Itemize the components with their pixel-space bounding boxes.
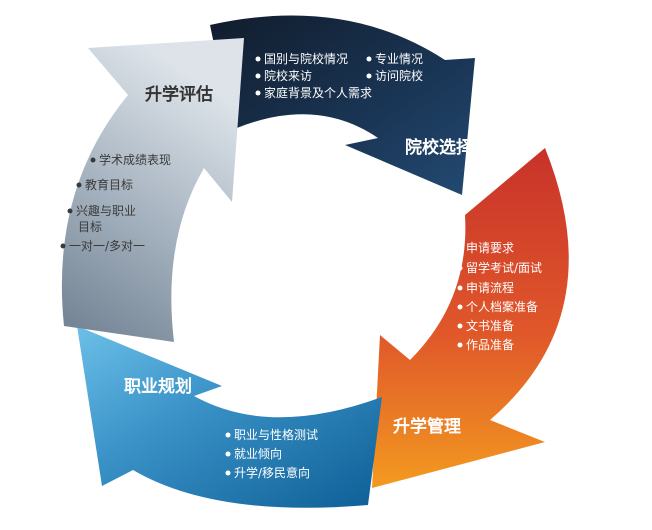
bullet-dot [457, 323, 463, 329]
bullet-dot [225, 470, 231, 476]
bullet-dot [457, 304, 463, 310]
bullet-dot [366, 56, 372, 62]
bullet-dot [225, 451, 231, 457]
list-item: 职业与性格测试 [234, 427, 318, 442]
bullet-dot [457, 245, 463, 251]
list-item: 就业倾向 [234, 446, 282, 461]
bullet-dot [366, 73, 372, 79]
list-item: 留学考试/面试 [466, 260, 542, 275]
admission-management-arrow [372, 148, 569, 488]
list-item: 一对一/多对一 [69, 239, 145, 253]
bullet-dot [67, 208, 73, 214]
bullet-dot [457, 342, 463, 348]
list-item: 文书准备 [466, 318, 514, 333]
list-item: 申请要求 [466, 241, 514, 255]
bullet-dot [90, 157, 96, 163]
list-item: 教育目标 [85, 177, 133, 192]
list-item: 个人档案准备 [466, 299, 538, 314]
list-item: 兴趣与职业 [76, 203, 136, 218]
list-item: 家庭背景及个人需求 [264, 85, 372, 100]
career-planning-title: 职业规划 [124, 376, 192, 397]
bullet-dot [457, 265, 463, 271]
admission-management-title: 升学管理 [393, 416, 461, 437]
evaluation-title: 升学评估 [145, 84, 213, 105]
list-item: 申请流程 [466, 280, 514, 295]
career-planning-arrow [77, 326, 382, 508]
school-selection-arrow [210, 15, 475, 195]
bullet-dot [60, 243, 66, 249]
list-item: 升学/移民意向 [234, 465, 310, 480]
list-item: 作品准备 [466, 338, 514, 352]
bullet-dot [457, 285, 463, 291]
list-item: 访问院校 [375, 68, 423, 83]
bullet-dot [225, 432, 231, 438]
school-selection-title: 院校选择 [405, 137, 474, 158]
bullet-dot [255, 56, 261, 62]
list-item: 学术成绩表现 [99, 152, 171, 167]
list-item: 专业情况 [375, 51, 423, 66]
list-item: 目标 [78, 220, 102, 234]
list-item: 院校来访 [264, 68, 312, 83]
bullet-dot [255, 90, 261, 96]
bullet-dot [76, 182, 82, 188]
bullet-dot [255, 73, 261, 79]
list-item: 国别与院校情况 [264, 51, 348, 66]
evaluation-arrow [61, 38, 244, 342]
